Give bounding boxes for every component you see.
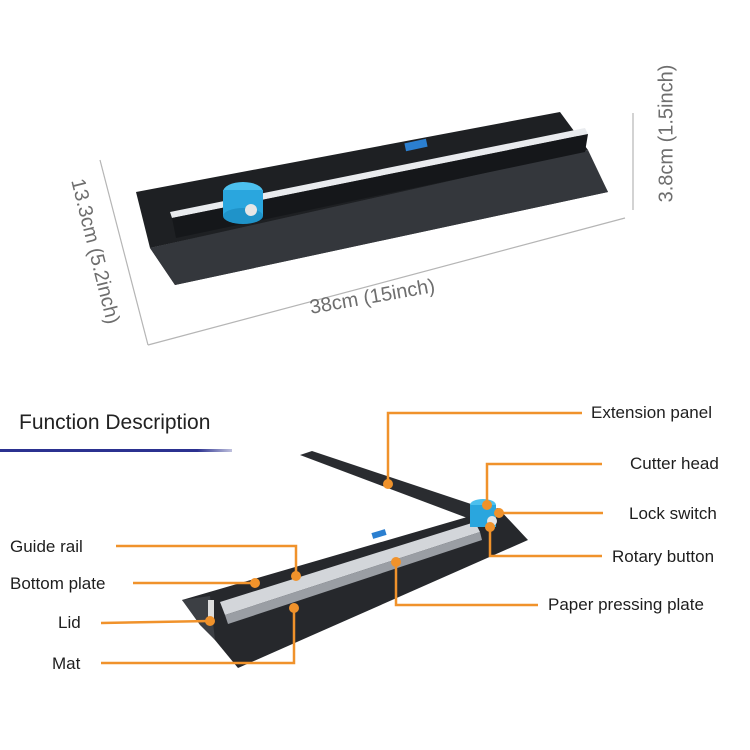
callout-extension-panel: Extension panel (591, 403, 712, 422)
callout-bottom-plate: Bottom plate (10, 574, 106, 593)
callout-guide-rail: Guide rail (10, 537, 83, 556)
section-title: Function Description (19, 411, 211, 434)
callout-paper-pressing-plate: Paper pressing plate (548, 595, 704, 614)
callout-lock-switch: Lock switch (629, 504, 717, 523)
section-underline (0, 449, 232, 452)
callout-rotary-button: Rotary button (612, 547, 715, 566)
callout-cutter-head: Cutter head (630, 454, 719, 473)
callout-mat: Mat (52, 654, 81, 673)
product-dimension-diagram (99, 112, 634, 346)
callout-lid: Lid (58, 613, 81, 632)
